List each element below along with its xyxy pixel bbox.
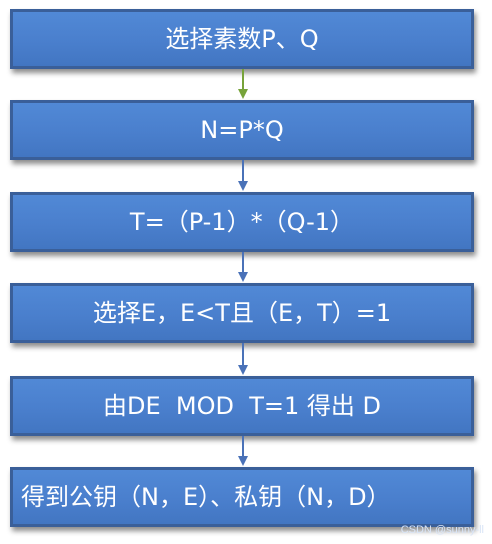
step-label: N=P*Q — [200, 116, 284, 144]
step-box-key-pair: 得到公钥（N，E）、私钥（N，D） — [10, 467, 474, 527]
flow-arrow — [238, 436, 248, 467]
step-box-compute-n: N=P*Q — [10, 100, 474, 160]
step-box-select-e: 选择E，E<T且（E，T）=1 — [10, 283, 474, 343]
step-label: 选择素数P、Q — [165, 25, 319, 53]
flow-arrow — [238, 252, 248, 283]
flow-arrow — [238, 343, 248, 376]
step-box-compute-d: 由DE MOD T=1 得出 D — [10, 376, 474, 436]
step-label: 得到公钥（N，E）、私钥（N，D） — [21, 483, 391, 511]
step-label: 选择E，E<T且（E，T）=1 — [92, 299, 392, 327]
flow-arrow-green — [238, 69, 248, 100]
watermark: CSDN @sunny-ll — [400, 524, 484, 536]
step-label: T=（P-1）*（Q-1） — [129, 208, 355, 236]
flow-arrow — [238, 160, 248, 192]
step-label: 由DE MOD T=1 得出 D — [102, 392, 381, 420]
step-box-select-primes: 选择素数P、Q — [10, 9, 474, 69]
step-box-compute-t: T=（P-1）*（Q-1） — [10, 192, 474, 252]
